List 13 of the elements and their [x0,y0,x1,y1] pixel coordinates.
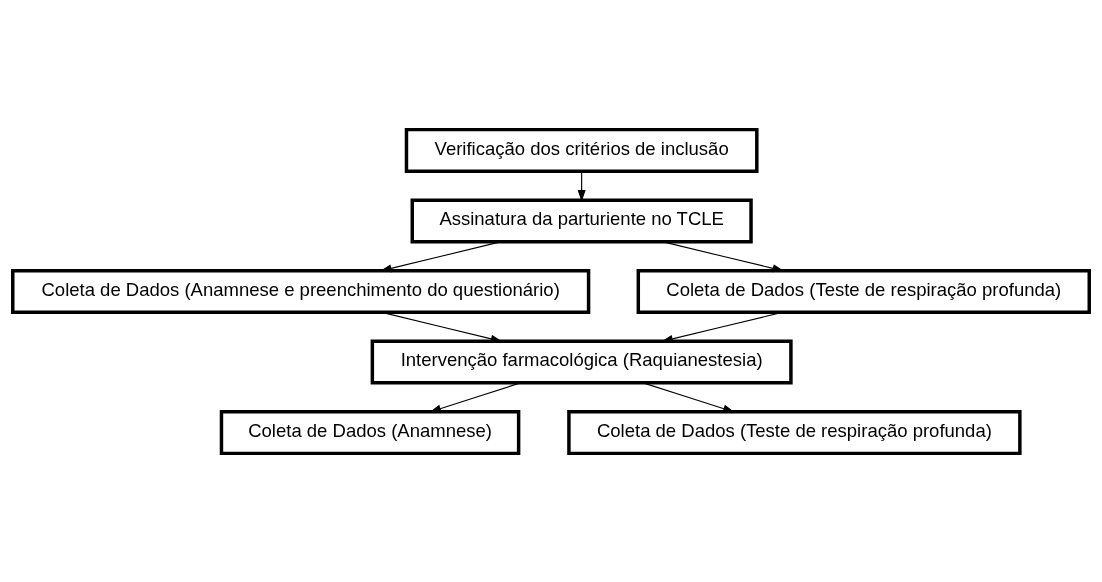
node-box: Assinatura da parturiente no TCLE [410,197,753,243]
node-box: Intervenção farmacológica (Raquianestesia) [370,339,793,385]
node-box: Coleta de Dados (Anamnese e preenchimento do questionário) [11,268,591,314]
arrow [381,311,503,343]
arrow [661,311,783,343]
arrow [642,381,735,413]
node-box: Verificação dos critérios de inclusão [404,127,759,173]
arrow [380,240,501,272]
node-box: Coleta de Dados (Anamnese) [219,409,521,455]
arrow [577,170,586,202]
node-box: Coleta de Dados (Teste de respiração profunda) [567,409,1022,455]
arrow [429,381,522,413]
node-box: Coleta de Dados (Teste de respiração profunda) [636,268,1091,314]
